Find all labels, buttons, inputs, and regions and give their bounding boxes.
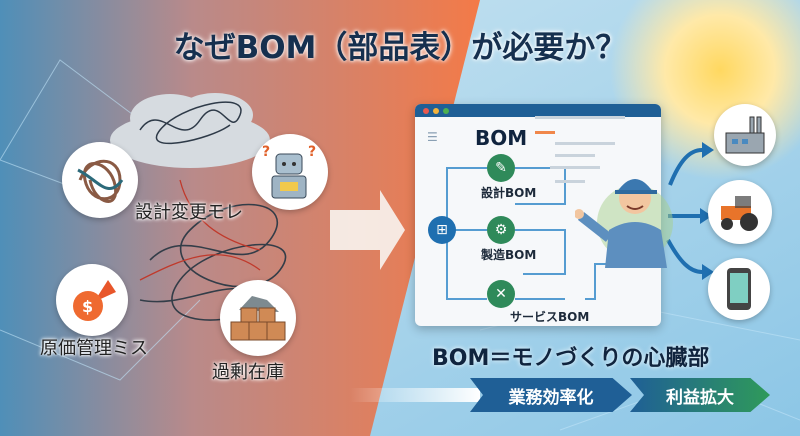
maximize-dot[interactable] [443, 107, 449, 114]
flow-step-profit-label: 利益拡大 [666, 387, 734, 408]
rising-cost-icon: $ [56, 264, 128, 336]
tangled-rope-icon [62, 142, 138, 218]
tractor-node-icon: ⚙ [487, 216, 515, 244]
problem-cost-error: 原価管理ミス [40, 338, 148, 359]
bom-window-title: BOM [475, 126, 528, 150]
svg-text:?: ? [308, 144, 316, 160]
smartphone-icon [708, 258, 770, 320]
transition-arrow [330, 190, 405, 270]
hierarchy-icon: ⊞ [428, 216, 456, 244]
node-manufacturing-bom: 製造BOM [481, 248, 537, 262]
svg-text:$: $ [82, 297, 93, 316]
flow-step-efficiency: 業務効率化 [470, 378, 632, 412]
confused-robot-icon: ?? [252, 134, 328, 210]
output-arrows [666, 148, 703, 274]
design-document-icon: ✎ [487, 154, 515, 182]
engineer-illustration [575, 179, 673, 268]
svg-text:?: ? [262, 144, 270, 160]
close-dot[interactable] [423, 107, 429, 114]
menu-icon[interactable]: ☰ [427, 130, 438, 144]
page-title: なぜBOM（部品表）が必要か？ [173, 30, 627, 66]
node-design-bom: 設計BOM [481, 186, 537, 200]
stacked-boxes-icon [220, 280, 296, 356]
tractor-icon [708, 180, 772, 244]
problem-design-change: 設計変更モレ [135, 202, 243, 223]
node-service-bom: サービスBOM [510, 310, 590, 324]
flow-band [350, 388, 480, 402]
flow-step-efficiency-label: 業務効率化 [508, 387, 594, 408]
minimize-dot[interactable] [433, 107, 439, 114]
window-titlebar [415, 104, 661, 117]
tangled-cloud [110, 93, 270, 168]
problem-excess-inventory: 過剰在庫 [212, 362, 284, 383]
flow-step-profit: 利益拡大 [630, 378, 770, 412]
bom-motto: BOM＝モノづくりの心臓部 [432, 346, 710, 371]
factory-icon [714, 104, 776, 166]
wrench-icon: ✕ [487, 280, 515, 308]
